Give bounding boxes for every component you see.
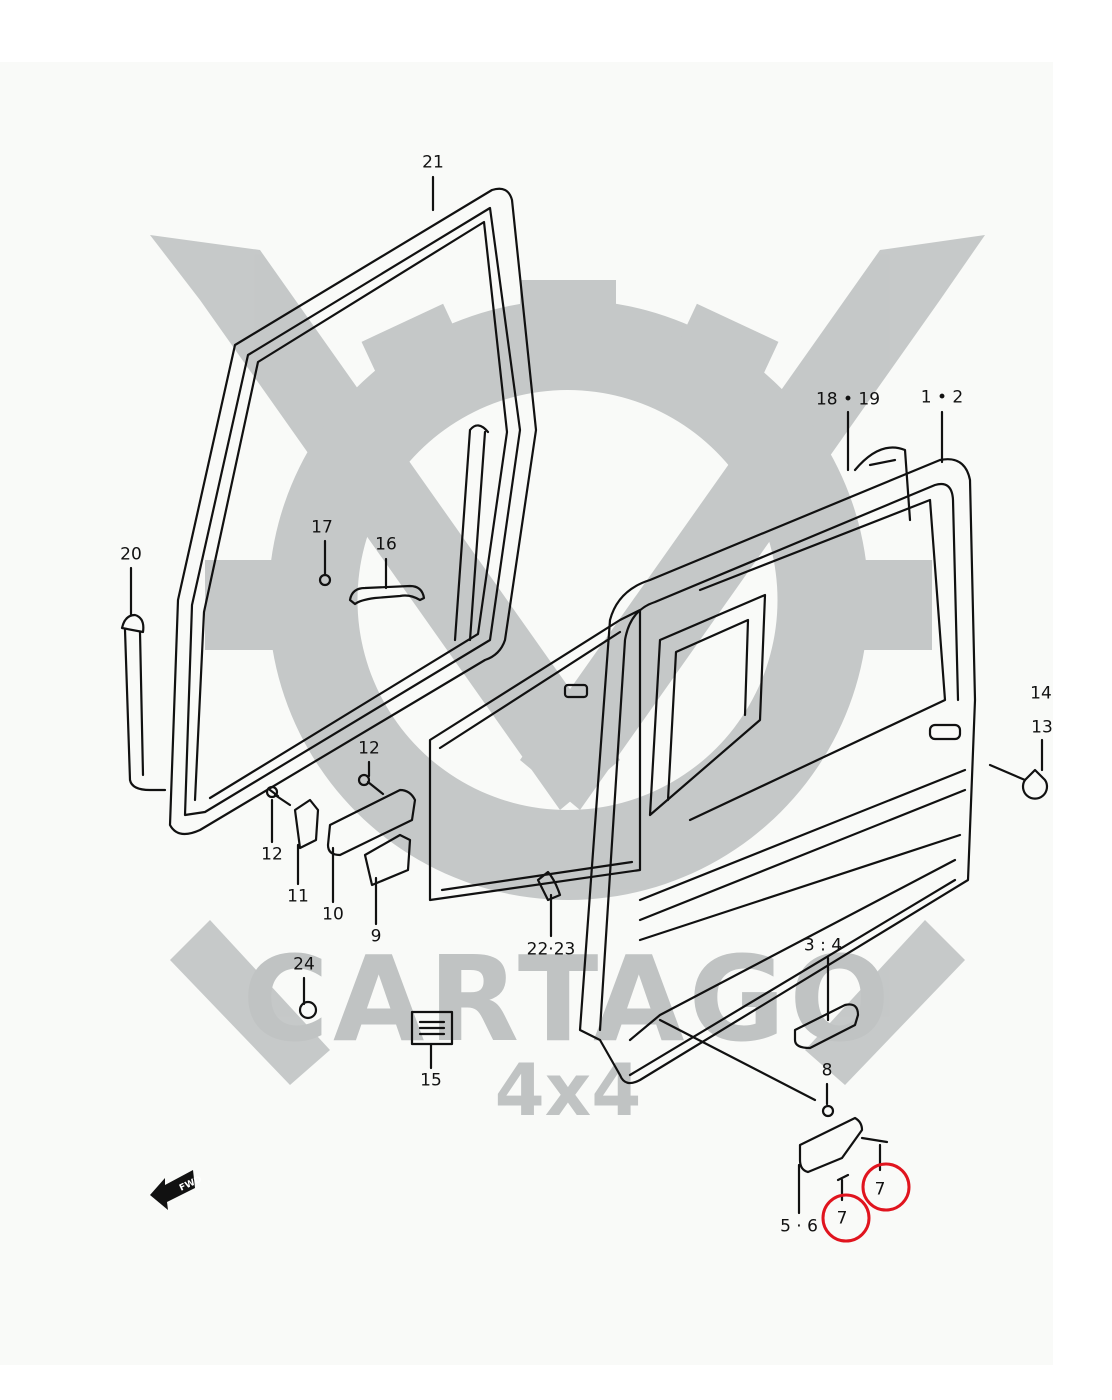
part-15-label [410,1010,454,1046]
callout-c22-23: 22·23 [526,939,576,960]
part-13-14-cap [1021,768,1049,800]
trim-panel [428,608,642,902]
callout-c21: 21 [422,152,444,173]
callout-c15: 15 [420,1070,442,1091]
callout-c7a: 7 [874,1179,886,1200]
callout-c3-4: 3 : 4 [803,935,843,956]
svg-text:CARTAGO: CARTAGO [242,930,893,1068]
svg-text:4x4: 4x4 [495,1048,642,1132]
part-18-19-seal [853,446,912,522]
callout-c17: 17 [311,517,333,538]
callout-c14: 14 [1030,683,1052,704]
callout-c11: 11 [287,886,309,907]
part-11-bracket [293,798,320,850]
callout-c9: 9 [370,926,382,947]
part-5-6-hinge [798,1116,864,1174]
part-10-plate [326,788,417,857]
callout-c20: 20 [120,544,142,565]
part-3-4-hinge [793,1003,860,1050]
part-16-handle [348,584,426,606]
fwd-arrow-icon [150,1170,195,1210]
callout-c8: 8 [821,1060,833,1081]
callout-c12a: 12 [358,738,380,759]
highlight-circle-7b [821,1193,871,1243]
part-9-hinge [363,833,412,887]
callout-c12b: 12 [261,844,283,865]
callout-c10: 10 [322,904,344,925]
part-22-23-stop [536,870,562,902]
callout-c16: 16 [375,534,397,555]
callout-c18-19: 18 • 19 [815,389,881,410]
part-21-weatherstrip [168,187,538,836]
part-1-2-door-shell [578,458,977,1085]
callout-c5-6: 5 · 6 [780,1216,818,1237]
highlight-circles [821,1162,911,1243]
callout-c7b: 7 [836,1208,848,1229]
watermark-logo [150,235,985,1085]
callout-c24: 24 [293,954,315,975]
callout-c13: 13 [1031,717,1053,738]
callout-c1-2: 1 • 2 [920,387,964,408]
highlight-circle-7a [861,1162,911,1212]
part-20-seal [123,628,167,792]
watermark-text: CARTAGO 4x4 [242,930,893,1132]
